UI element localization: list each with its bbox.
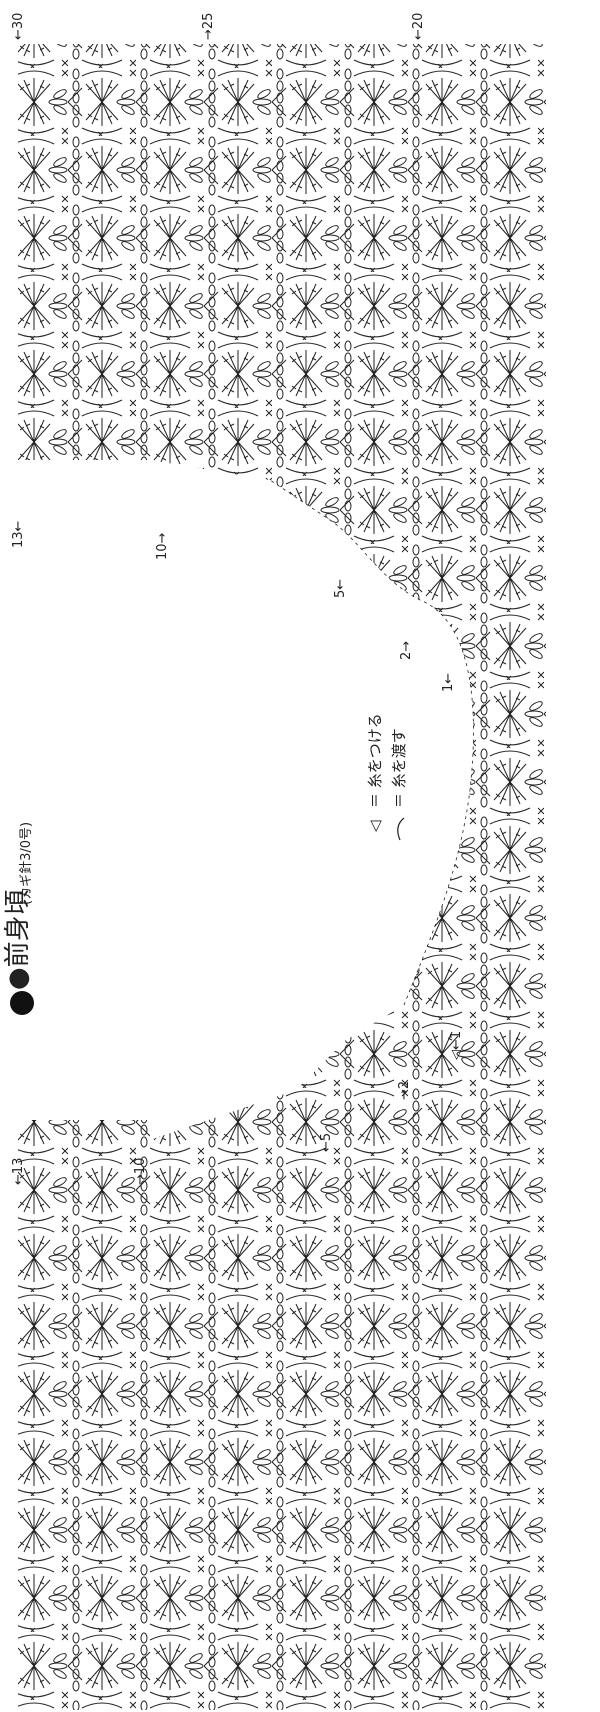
row-label-1-right: 1← (441, 673, 456, 692)
carry-yarn-icon (397, 817, 405, 841)
row-label-13-left: ←13 (11, 1158, 26, 1185)
row-label-5-right: 5← (333, 579, 348, 598)
row-label-30: ←30 (11, 13, 26, 40)
neckline-edge (269, 479, 474, 1006)
row-label-2-right: 2→ (399, 641, 414, 660)
legend-attach-symbol: ◁ (366, 820, 384, 832)
legend-attach-text: ＝ 糸をつける (366, 713, 384, 808)
row-label-2-left: →2 (397, 1081, 412, 1100)
row-label-13-right: 13← (11, 520, 26, 548)
row-label-20: ←20 (411, 13, 426, 40)
legend-carry-text: ＝ 糸を渡す (390, 728, 408, 808)
page-subtitle: (カギ針3/0号) (19, 822, 34, 905)
row-label-1-left: ◁←1 (449, 1031, 464, 1060)
title-bullet-icon (10, 991, 34, 1015)
row-label-25: →25 (201, 13, 216, 40)
row-label-10-right: 10→ (155, 532, 170, 560)
page-title: ●前身頃 (3, 889, 33, 990)
row-label-5-left: ←5 (319, 1133, 334, 1152)
row-label-10-left: →10 (133, 1158, 148, 1185)
